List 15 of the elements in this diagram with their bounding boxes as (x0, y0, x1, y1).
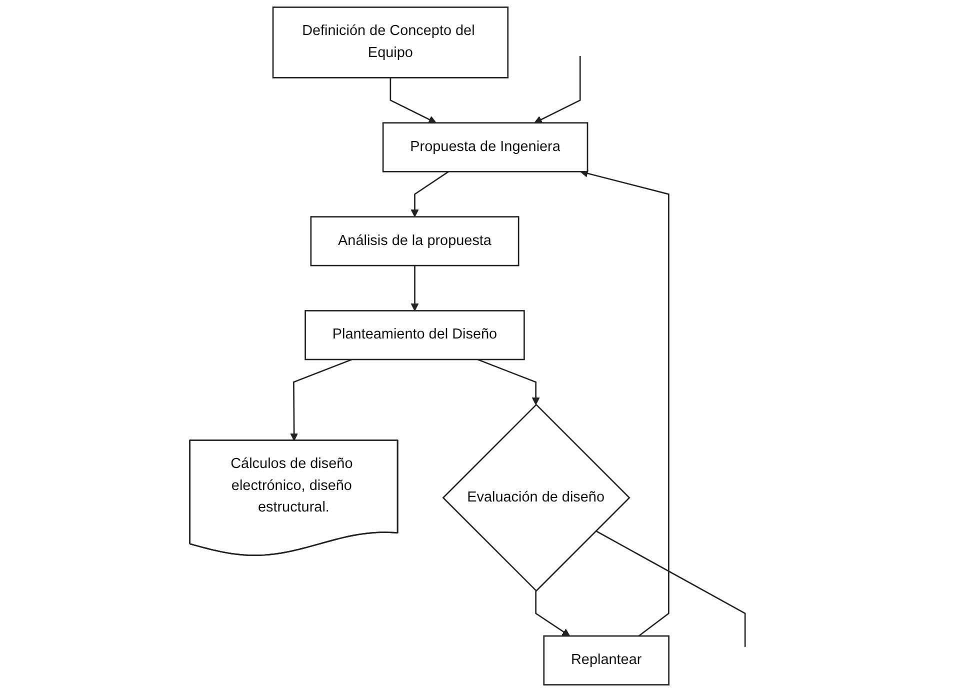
arrow (580, 170, 670, 637)
node-box: Propuesta de Ingeniera (382, 122, 588, 172)
arrow (534, 56, 581, 124)
node-box: Planteamiento del Diseño (304, 310, 525, 360)
connector (595, 530, 746, 647)
node-box: Definición de Concepto del Equipo (272, 6, 509, 78)
node-box: Análisis de la propuesta (310, 216, 520, 266)
arrow (290, 358, 352, 441)
arrow (410, 171, 450, 218)
node-box: Replantear (543, 635, 670, 686)
arrow (477, 358, 540, 406)
arrow (390, 78, 436, 124)
node-diamond: Evaluación de diseño (442, 404, 630, 592)
arrow (535, 590, 570, 636)
arrow (410, 266, 419, 312)
